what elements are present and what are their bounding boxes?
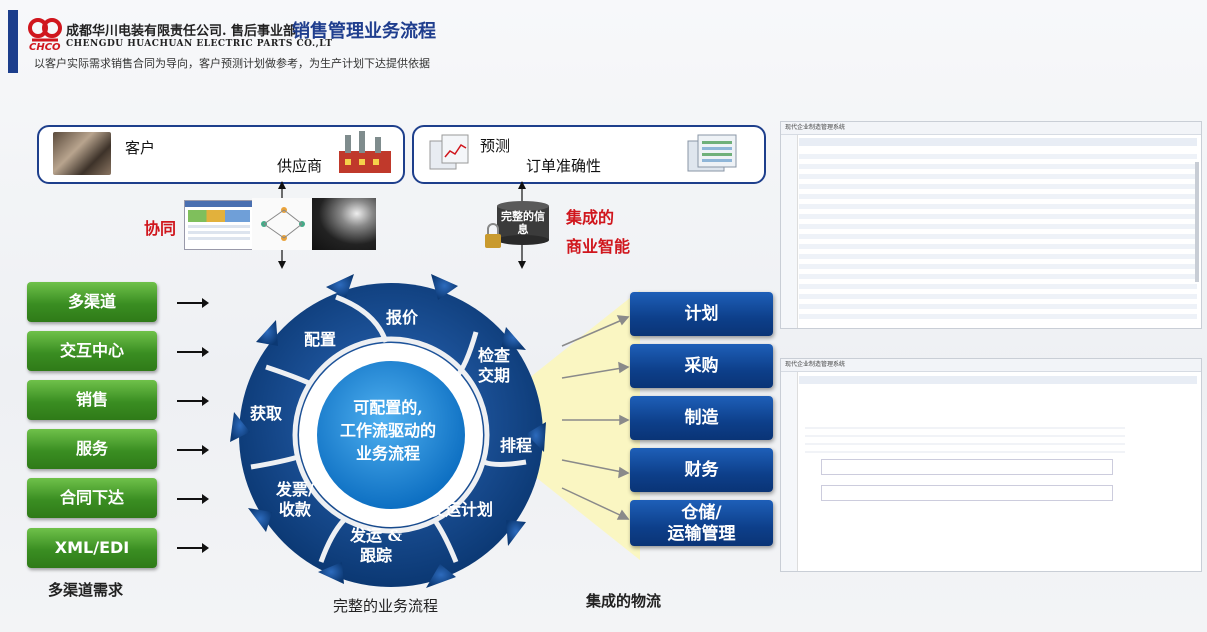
page-title: 销售管理业务流程 bbox=[292, 21, 436, 42]
report-sheets-icon bbox=[687, 134, 737, 172]
step-ship-track: 发运 & 跟踪 bbox=[350, 526, 402, 566]
center-line3: 业务流程 bbox=[355, 444, 420, 463]
step-invoice: 发票/ 收款 bbox=[276, 480, 314, 520]
channel-multi: 多渠道 bbox=[27, 282, 157, 322]
customer-label: 客户 bbox=[125, 139, 156, 157]
highway-photo-icon bbox=[312, 198, 376, 250]
logistics-caption: 集成的物流 bbox=[586, 592, 662, 610]
center-line1: 可配置的, bbox=[353, 398, 423, 417]
database-lock-icon bbox=[485, 201, 549, 248]
erp-form-screenshot: 现代企业制造管理系统 bbox=[780, 358, 1202, 572]
step-quote: 报价 bbox=[386, 308, 419, 327]
logistics-manufacture: 制造 bbox=[630, 396, 773, 440]
factory-icon bbox=[339, 131, 391, 173]
cylinder-label: 完整的信 息 bbox=[498, 210, 548, 236]
cycle-center-label: 可配置的, 工作流驱动的 业务流程 bbox=[318, 396, 458, 465]
channel-sales: 销售 bbox=[27, 380, 157, 420]
business-intelligence-label: 商业智能 bbox=[566, 237, 631, 256]
customer-supplier-box: 客户 供应商 bbox=[37, 125, 405, 184]
step-check-line1: 检查 bbox=[478, 346, 511, 365]
order-accuracy-label: 订单准确性 bbox=[526, 157, 602, 175]
erp-list-screenshot: 现代企业制造管理系统 bbox=[780, 121, 1202, 329]
channel-interaction-center: 交互中心 bbox=[27, 331, 157, 371]
collab-label: 协同 bbox=[144, 219, 177, 238]
page-subtitle: 以客户实际需求销售合同为导向，客户预测计划做参考，为生产计划下达提供依据 bbox=[34, 57, 430, 70]
cycle-caption: 完整的业务流程 bbox=[333, 597, 439, 615]
step-schedule: 排程 bbox=[500, 436, 533, 455]
erp-list-scrollbar bbox=[1195, 162, 1199, 282]
channel-arrow bbox=[177, 298, 209, 308]
channel-service: 服务 bbox=[27, 429, 157, 469]
erp-list-title: 现代企业制造管理系统 bbox=[781, 122, 1201, 135]
warehouse-line1: 仓储/ bbox=[681, 503, 722, 523]
channel-arrow bbox=[177, 543, 209, 553]
center-line2: 工作流驱动的 bbox=[339, 421, 436, 440]
channel-arrow bbox=[177, 396, 209, 406]
collab-images bbox=[184, 196, 378, 252]
logistics-warehouse: 仓储/ 运输管理 bbox=[630, 500, 773, 546]
forecast-chart-icon bbox=[429, 134, 469, 170]
channel-xml-edi: XML/EDI bbox=[27, 528, 157, 568]
step-ship-line1: 发运 & bbox=[350, 526, 403, 545]
process-ring bbox=[230, 274, 546, 588]
logo-text: CHCO bbox=[29, 42, 61, 53]
step-invoice-line2: 收款 bbox=[278, 500, 311, 519]
step-ship-line2: 跟踪 bbox=[360, 546, 393, 565]
header-accent-bar bbox=[8, 10, 18, 73]
logistics-purchase: 采购 bbox=[630, 344, 773, 388]
erp-form-title: 现代企业制造管理系统 bbox=[781, 359, 1201, 372]
step-invoice-line1: 发票/ bbox=[276, 480, 314, 499]
cylinder-label-line1: 完整的信 bbox=[501, 210, 545, 223]
erp-form-fields bbox=[805, 421, 1125, 453]
channels-caption: 多渠道需求 bbox=[48, 581, 124, 599]
logistics-plan: 计划 bbox=[630, 292, 773, 336]
channel-arrow bbox=[177, 445, 209, 455]
integrated-label: 集成的 bbox=[566, 208, 615, 227]
logistics-finance: 财务 bbox=[630, 448, 773, 492]
dashboard-thumb bbox=[184, 200, 254, 250]
light-beam bbox=[470, 290, 640, 560]
network-graph-icon bbox=[252, 198, 312, 250]
crowd-photo-icon bbox=[53, 132, 111, 175]
company-name-cn: 成都华川电装有限责任公司. 售后事业部 bbox=[66, 24, 297, 39]
supplier-label: 供应商 bbox=[277, 157, 323, 175]
step-check-line2: 交期 bbox=[478, 366, 511, 385]
step-configure: 配置 bbox=[304, 330, 337, 349]
step-ship-plan: 发运计划 bbox=[429, 500, 494, 519]
channel-contract: 合同下达 bbox=[27, 478, 157, 518]
warehouse-line2: 运输管理 bbox=[667, 524, 736, 544]
erp-form-textarea2 bbox=[821, 485, 1113, 501]
company-logo-icon bbox=[28, 18, 62, 42]
cylinder-label-line2: 息 bbox=[517, 223, 529, 236]
erp-form-textarea1 bbox=[821, 459, 1113, 475]
step-capture: 获取 bbox=[250, 404, 283, 423]
company-name-en: CHENGDU HUACHUAN ELECTRIC PARTS CO.,LT bbox=[66, 39, 333, 49]
erp-form-toolbar bbox=[799, 376, 1197, 384]
channel-arrow bbox=[177, 347, 209, 357]
erp-list-toolbar bbox=[799, 138, 1197, 146]
forecast-label: 预测 bbox=[480, 137, 511, 155]
erp-list-table bbox=[799, 149, 1197, 319]
step-check-delivery: 检查 交期 bbox=[478, 346, 510, 386]
logistics-arrows bbox=[561, 315, 630, 520]
forecast-box: 预测 订单准确性 bbox=[412, 125, 766, 184]
channel-arrow bbox=[177, 494, 209, 504]
